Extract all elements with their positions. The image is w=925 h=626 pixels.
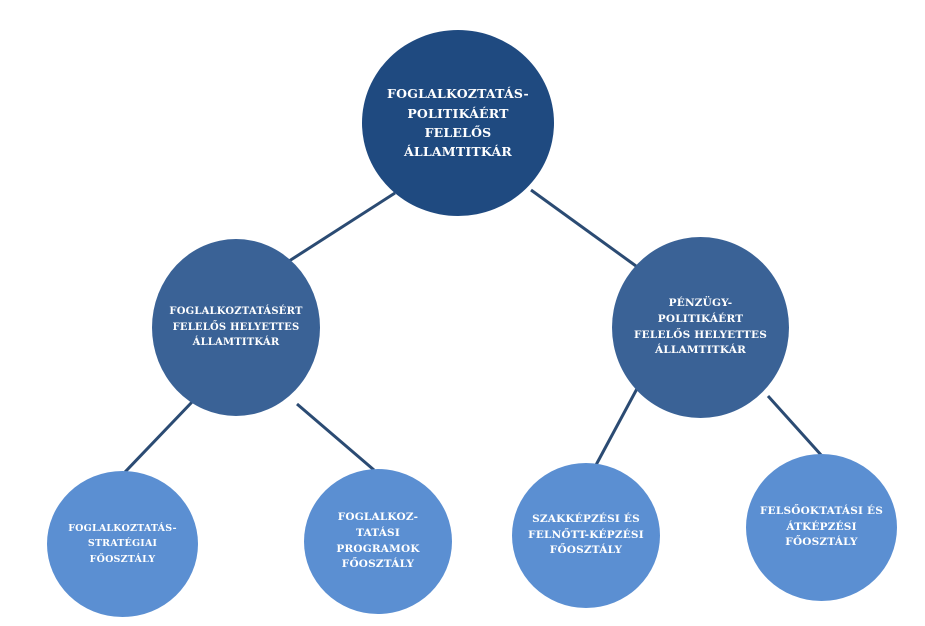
connector-root-mid-left	[285, 191, 396, 265]
connector-mid-right-leaf-4	[766, 394, 824, 458]
node-deputy-employment: FOGLALKOZTATÁSÉRT FELELŐS HELYETTES ÁLLA…	[152, 239, 320, 416]
node-root-label: FOGLALKOZTATÁS-POLITIKÁÉRT FELELŐS ÁLLAM…	[387, 86, 529, 160]
node-higher-education-retraining-dept: FELSŐOKTATÁSI ÉS ÁTKÉPZÉSI FŐOSZTÁLY	[746, 454, 897, 601]
connector-mid-left-leaf-2	[296, 402, 375, 472]
node-higher-education-retraining-dept-label: FELSŐOKTATÁSI ÉS ÁTKÉPZÉSI FŐOSZTÁLY	[760, 504, 883, 549]
node-deputy-finance-policy: PÉNZÜGY-POLITIKÁÉRT FELELŐS HELYETTES ÁL…	[612, 237, 789, 418]
node-employment-programs-dept: FOGLALKOZ-TATÁSI PROGRAMOK FŐOSZTÁLY	[304, 469, 452, 614]
connector-mid-right-leaf-3	[594, 384, 641, 466]
node-vocational-adult-training-dept: SZAKKÉPZÉSI ÉS FELNŐTT-KÉPZÉSI FŐOSZTÁLY	[512, 463, 660, 608]
node-employment-strategy-dept: FOGLALKOZTATÁS-STRATÉGIAI FŐOSZTÁLY	[47, 471, 198, 617]
connector-root-mid-right	[530, 188, 637, 268]
node-vocational-adult-training-dept-label: SZAKKÉPZÉSI ÉS FELNŐTT-KÉPZÉSI FŐOSZTÁLY	[528, 512, 644, 557]
node-employment-programs-dept-label: FOGLALKOZ-TATÁSI PROGRAMOK FŐOSZTÁLY	[336, 511, 420, 571]
node-root-secretary-of-state: FOGLALKOZTATÁS-POLITIKÁÉRT FELELŐS ÁLLAM…	[362, 30, 554, 216]
connector-mid-left-leaf-1	[123, 399, 195, 474]
node-employment-strategy-dept-label: FOGLALKOZTATÁS-STRATÉGIAI FŐOSZTÁLY	[68, 523, 177, 565]
node-deputy-finance-policy-label: PÉNZÜGY-POLITIKÁÉRT FELELŐS HELYETTES ÁL…	[634, 297, 767, 357]
node-deputy-employment-label: FOGLALKOZTATÁSÉRT FELELŐS HELYETTES ÁLLA…	[169, 306, 303, 349]
